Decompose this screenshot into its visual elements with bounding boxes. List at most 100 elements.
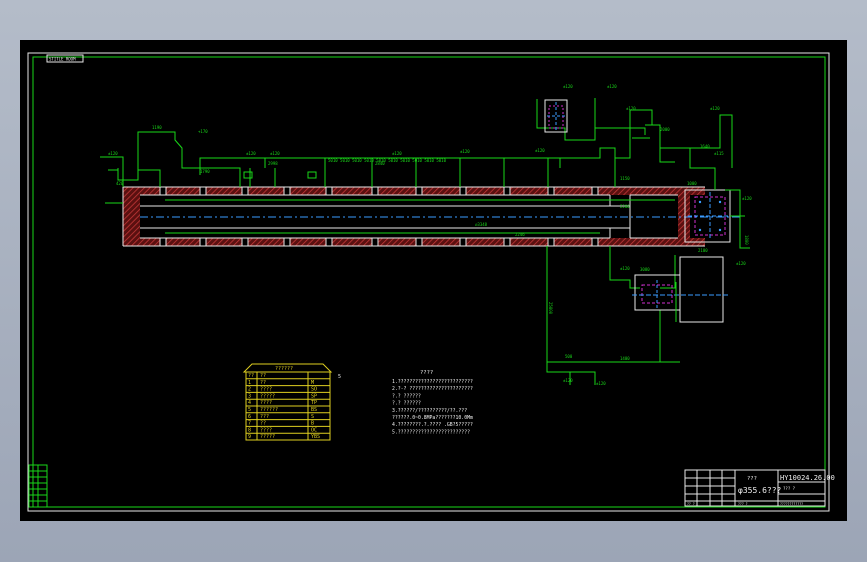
dimension-labels: 1190 1790 2998 5010 5010 5010 5010 5010 … bbox=[116, 125, 749, 361]
parts-table: ?????? ????1??M2????SO3?????SP4????TP5??… bbox=[242, 363, 341, 441]
parts-table-cell: SP bbox=[311, 393, 317, 399]
svg-text:±120: ±120 bbox=[460, 149, 470, 154]
parts-table-cell: SO bbox=[311, 387, 317, 393]
notes-block: ???? 1.??????????????????????????2.?-? ?… bbox=[392, 370, 473, 435]
svg-text:±120: ±120 bbox=[392, 151, 402, 156]
svg-text:±120: ±120 bbox=[736, 261, 746, 266]
parts-table-cell: ????? bbox=[260, 434, 275, 440]
svg-text:1000: 1000 bbox=[687, 181, 697, 186]
svg-text:+170: +170 bbox=[198, 129, 208, 134]
svg-text:2000: 2000 bbox=[660, 127, 670, 132]
svg-text:25800: 25800 bbox=[548, 302, 553, 315]
title-block-small-2: ??? ? bbox=[738, 502, 748, 506]
note-line: 3.??????/??????????/??.??? bbox=[392, 408, 467, 414]
parts-table-cell: YBS bbox=[311, 434, 320, 440]
svg-text:±120: ±120 bbox=[108, 151, 118, 156]
svg-text:1800: 1800 bbox=[744, 235, 749, 245]
note-line: ?.? ?????? bbox=[392, 393, 421, 399]
title-block-small-3: ???????????? bbox=[780, 502, 803, 506]
svg-text:2840: 2840 bbox=[375, 161, 385, 166]
svg-text:±120: ±120 bbox=[535, 148, 545, 153]
svg-text:2998: 2998 bbox=[268, 161, 278, 166]
notes-title: ???? bbox=[420, 370, 433, 376]
svg-text:1640: 1640 bbox=[700, 144, 710, 149]
parts-table-cell: 5 bbox=[248, 407, 251, 413]
parts-table-header-cell: ?? bbox=[248, 373, 254, 379]
parts-table-cell: ?? bbox=[260, 421, 266, 427]
note-line: ?.? ?????? bbox=[392, 401, 421, 407]
note-line: 5.????????????????????????? bbox=[392, 429, 470, 435]
parts-table-cell: 9 bbox=[248, 434, 251, 440]
parts-table-header-cell: ?? bbox=[260, 373, 266, 379]
svg-text:±120: ±120 bbox=[607, 84, 617, 89]
cad-drawing: STITLE ROOM bbox=[27, 52, 835, 512]
note-line: 2.?-? ?????????????????????? bbox=[392, 386, 473, 392]
title-block-small-1: ?? ? bbox=[687, 502, 695, 506]
title-block-sheet: ??? ? bbox=[783, 486, 796, 491]
bottom-wall bbox=[123, 238, 705, 246]
svg-text:1400: 1400 bbox=[620, 356, 630, 361]
parts-table-cell: ?????? bbox=[260, 407, 278, 413]
svg-text:3080: 3080 bbox=[640, 267, 650, 272]
svg-text:500: 500 bbox=[565, 354, 573, 359]
left-stamp-table bbox=[28, 464, 48, 508]
parts-table-cell: BS bbox=[311, 407, 317, 413]
parts-table-cell: TP bbox=[311, 400, 317, 406]
svg-text:1790: 1790 bbox=[200, 169, 210, 174]
outer-frame bbox=[27, 52, 830, 512]
note-line: 1.?????????????????????????? bbox=[392, 379, 473, 385]
svg-text:2246: 2246 bbox=[515, 232, 525, 237]
elevation-marks: +170 ±120 ±120 ±120 ±120 ±120 ±120 ±120 … bbox=[108, 84, 752, 386]
parts-table-cell: M bbox=[311, 380, 314, 386]
parts-table-cell: 6 bbox=[248, 414, 251, 420]
corner-label-box bbox=[46, 54, 84, 63]
svg-text:±120: ±120 bbox=[626, 106, 636, 111]
note-line: 4.????????.?.???? .GB?5????? bbox=[392, 422, 473, 428]
parts-table-cell: 1 bbox=[248, 380, 251, 386]
cad-viewport[interactable]: STITLE ROOM bbox=[20, 40, 847, 521]
svg-text:±120: ±120 bbox=[710, 106, 720, 111]
parts-table-cell: 8 bbox=[248, 427, 251, 433]
svg-text:±120: ±120 bbox=[563, 378, 573, 383]
svg-text:±120: ±120 bbox=[742, 196, 752, 201]
svg-text:420: 420 bbox=[116, 181, 124, 186]
parts-table-title: ?????? bbox=[275, 366, 293, 372]
svg-text:1150: 1150 bbox=[620, 176, 630, 181]
svg-text:2200: 2200 bbox=[620, 204, 630, 209]
svg-text:±120: ±120 bbox=[620, 266, 630, 271]
pump-box bbox=[544, 99, 568, 133]
valve-chamber bbox=[632, 256, 730, 323]
inner-frame bbox=[32, 56, 826, 508]
top-wall bbox=[123, 187, 705, 195]
svg-text:±115: ±115 bbox=[714, 151, 724, 156]
parts-table-cell: ????? bbox=[260, 393, 275, 399]
cable-routing bbox=[100, 98, 750, 385]
svg-text:5010 5010 5010 5010 5010 5010: 5010 5010 5010 5010 5010 5010 5010 5010 … bbox=[328, 158, 447, 163]
parts-side-mark: 5 bbox=[338, 374, 341, 380]
parts-table-cell: B bbox=[311, 421, 314, 427]
title-block: ??? φ355.6??? HY10024.26.00 ??? ? ?? ? ?… bbox=[684, 469, 835, 507]
svg-text:±120: ±120 bbox=[246, 151, 256, 156]
note-line: ??????.0~0.8MPa???????10.0Mm bbox=[392, 415, 473, 421]
svg-text:2100: 2100 bbox=[698, 248, 708, 253]
title-block-label: ??? bbox=[747, 476, 757, 482]
parts-table-cell: ??? bbox=[260, 414, 269, 420]
svg-text:±120: ±120 bbox=[270, 151, 280, 156]
parts-table-cell: 4 bbox=[248, 400, 251, 406]
svg-text:1190: 1190 bbox=[152, 125, 162, 130]
parts-table-cell: ???? bbox=[260, 427, 272, 433]
corner-label: STITLE ROOM bbox=[49, 57, 76, 62]
tunnel-section bbox=[122, 186, 740, 247]
title-block-mass: φ355.6??? bbox=[738, 486, 782, 495]
parts-table-cell: 3 bbox=[248, 393, 251, 399]
right-shaft-box bbox=[684, 189, 732, 243]
parts-table-cell: ???? bbox=[260, 400, 272, 406]
parts-table-cell: 2 bbox=[248, 387, 251, 393]
left-end-wall bbox=[123, 195, 140, 238]
svg-text:±120: ±120 bbox=[563, 84, 573, 89]
svg-text:∅3348: ∅3348 bbox=[475, 222, 488, 227]
svg-text:±120: ±120 bbox=[596, 381, 606, 386]
parts-table-cell: 7 bbox=[248, 421, 251, 427]
parts-table-cell: ???? bbox=[260, 387, 272, 393]
parts-table-cell: ?? bbox=[260, 380, 266, 386]
